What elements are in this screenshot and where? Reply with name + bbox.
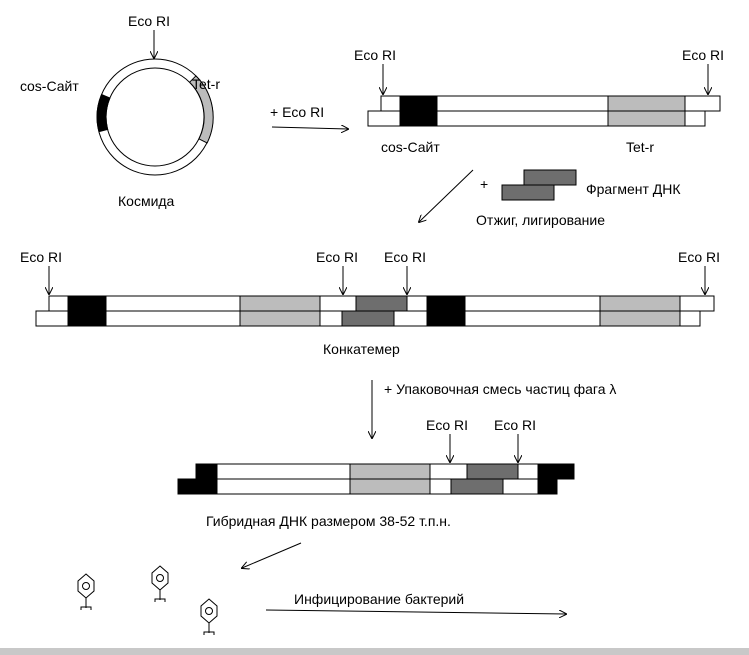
infection-step-group: Инфицирование бактерий: [265, 591, 566, 614]
dna-fragment-label: Фрагмент ДНК: [586, 181, 681, 197]
to-phage-arrow: [242, 542, 302, 568]
phage-particle-1-icon: [77, 573, 95, 610]
cosmid-title-label: Космида: [118, 193, 175, 209]
linear-cos-site-block: [399, 95, 438, 127]
infection-label: Инфицирование бактерий: [294, 591, 464, 607]
hybrid-cos-right-top: [537, 463, 575, 480]
linear-eco-ri-right-label: Eco RI: [682, 47, 724, 63]
packaging-step-group: + Упаковочная смесь частиц фага λ: [372, 380, 616, 438]
concat-eco-ri-2-label: Eco RI: [316, 249, 358, 265]
digest-step-group: + Eco RI: [270, 104, 348, 129]
hybrid-tet-r-bottom: [349, 478, 431, 495]
bottom-border-strip: [0, 648, 749, 655]
cosmid-inner-circle: [105, 67, 205, 167]
hybrid-dna-label: Гибридная ДНК размером 38-52 т.п.н.: [206, 513, 451, 529]
hybrid-tet-r-top: [349, 463, 431, 480]
concat-fragment-top: [355, 295, 408, 312]
cosmid-tet-r-segment: [188, 75, 214, 144]
annealing-label: Отжиг, лигирование: [476, 212, 605, 228]
concat-eco-ri-4-label: Eco RI: [678, 249, 720, 265]
linear-eco-ri-left-label: Eco RI: [354, 47, 396, 63]
concat-eco-ri-1-label: Eco RI: [20, 249, 62, 265]
linear-cosmid-group: Eco RI Eco RI cos-Сайт Tet-r: [354, 47, 724, 155]
digest-arrow: [271, 127, 348, 129]
linear-cos-site-label: cos-Сайт: [381, 139, 440, 155]
concat-cos-site-1: [67, 295, 107, 327]
cosmid-tet-r-label: Tet-r: [192, 76, 220, 92]
hybrid-dna-group: Eco RI Eco RI Гибридная ДНК размером 38-…: [177, 417, 575, 529]
hybrid-eco-ri-1-label: Eco RI: [426, 417, 468, 433]
digest-label: + Eco RI: [270, 104, 324, 120]
cosmid-cos-site-label: cos-Сайт: [20, 78, 79, 94]
concat-tet-r-2-top: [599, 295, 681, 312]
concat-cos-site-2: [426, 295, 466, 327]
packaging-label: + Упаковочная смесь частиц фага λ: [384, 381, 616, 397]
phage-particle-3-icon: [200, 598, 218, 635]
cosmid-cos-site-segment: [96, 93, 111, 133]
linear-tet-r-block-bottom: [607, 110, 686, 127]
dna-fragment-bottom: [501, 184, 555, 201]
hybrid-cos-left-bottom: [177, 478, 218, 495]
hybrid-fragment-bottom: [450, 478, 504, 495]
concatemer-label: Конкатемер: [323, 341, 400, 357]
phage-particle-2-icon: [151, 565, 169, 602]
concat-fragment-bottom: [341, 310, 395, 327]
cosmid-ring-group: Eco RI cos-Сайт Tet-r Космида: [20, 13, 220, 209]
annealing-plus-label: +: [480, 176, 488, 192]
hybrid-eco-ri-2-label: Eco RI: [494, 417, 536, 433]
cosmid-eco-ri-label: Eco RI: [128, 13, 170, 29]
hybrid-fragment-top: [466, 463, 519, 480]
concatemer-group: Eco RI Eco RI Eco RI Eco RI Конкатемер: [20, 249, 720, 357]
linear-tet-r-block-top: [607, 95, 686, 112]
dna-fragment-top: [523, 169, 577, 186]
hybrid-cos-left-top: [195, 463, 218, 480]
hybrid-cos-right-bottom: [537, 478, 558, 495]
annealing-step-group: + Фрагмент ДНК Отжиг, лигирование: [419, 169, 681, 228]
infection-arrow: [265, 609, 566, 614]
concat-eco-ri-3-label: Eco RI: [384, 249, 426, 265]
concat-tet-r-2-bottom: [599, 310, 681, 327]
linear-tet-r-label: Tet-r: [626, 139, 654, 155]
concat-tet-r-1-top: [239, 295, 321, 312]
concat-tet-r-1-bottom: [239, 310, 321, 327]
annealing-arrow: [419, 169, 474, 222]
